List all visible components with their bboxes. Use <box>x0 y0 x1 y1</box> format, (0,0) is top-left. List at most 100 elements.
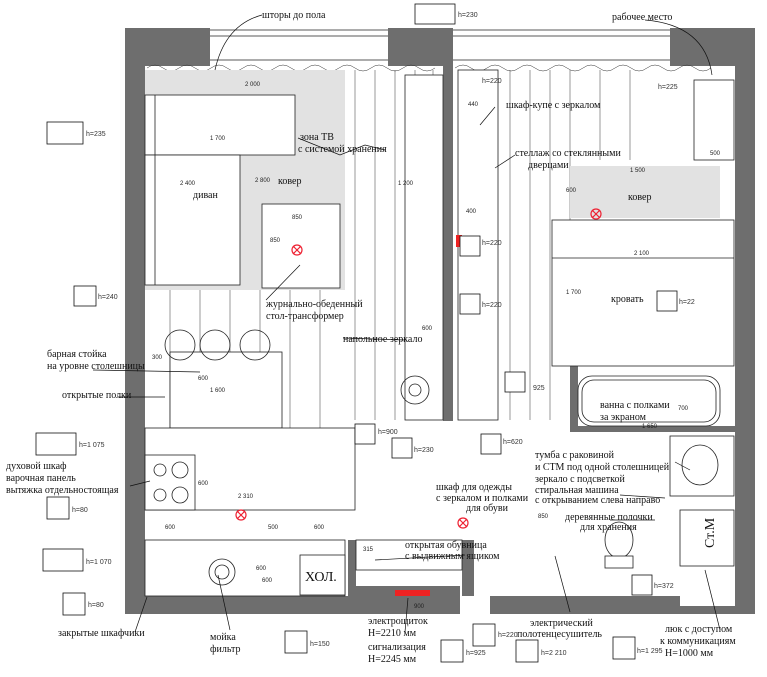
dim-600h: 600 <box>262 578 273 584</box>
outlet-h-80b: h=80 <box>88 602 104 609</box>
dim-600d: 600 <box>198 481 209 487</box>
outlet-h-235: h=235 <box>86 131 106 138</box>
label-wardrobe-mirror: шкаф-купе с зеркалом <box>506 100 601 111</box>
dim-1700b: 1 700 <box>566 290 582 296</box>
label-tv-zone: зона ТВ <box>300 132 334 143</box>
leader-lines <box>92 14 721 633</box>
label-bar: барная стойка <box>47 349 107 360</box>
outlet-h-240: h=240 <box>98 294 118 301</box>
outlet-h-2210: h=2 210 <box>541 650 567 657</box>
outlet-h-620: h=620 <box>503 439 523 446</box>
outlet-h-1295: h=1 295 <box>637 648 663 655</box>
label-carpet-right: ковер <box>628 192 651 203</box>
dim-2310: 2 310 <box>238 494 254 500</box>
shoe-rack <box>355 539 463 571</box>
label-hatch: люк с доступом <box>665 624 733 635</box>
kitchen <box>144 427 356 597</box>
electrical-panel-mark <box>395 590 430 596</box>
label-hatch-3: Н=1000 мм <box>665 648 714 659</box>
outlet-h-1070: h=1 070 <box>86 559 112 566</box>
label-tv-zone-storage: с системой хранения <box>298 144 387 155</box>
dim-600g: 600 <box>422 326 433 332</box>
outlet-h-225: h=225 <box>658 84 678 91</box>
dim-900: 900 <box>414 604 425 610</box>
label-alarm: сигнализация <box>368 642 426 653</box>
label-bed: кровать <box>611 294 644 305</box>
outlet-h-900: h=900 <box>378 429 398 436</box>
washing-machine <box>679 509 735 567</box>
bath-sink <box>669 435 735 497</box>
label-hood: вытяжка отдельностоящая <box>6 485 119 496</box>
bed <box>551 219 735 367</box>
label-sink: мойка <box>210 632 236 643</box>
label-mirror-light: зеркало с подсветкой <box>535 474 625 485</box>
dim-600b: 600 <box>165 525 176 531</box>
label-stm: Ст.М <box>703 517 718 548</box>
label-sink-cabinet: тумба с раковиной <box>535 450 615 461</box>
label-panel: электрощиток <box>368 616 428 627</box>
label-workplace: рабочее место <box>612 12 672 23</box>
dim-2400: 2 400 <box>180 181 196 187</box>
dim-1700: 1 700 <box>210 136 226 142</box>
dim-600a: 600 <box>198 376 209 382</box>
dim-600c: 600 <box>314 525 325 531</box>
dim-300: 300 <box>152 355 163 361</box>
outlet-h-925: h=925 <box>466 650 486 657</box>
red-marker <box>456 235 462 247</box>
dim-500b: 500 <box>710 151 721 157</box>
dim-1500: 1 500 <box>630 168 646 174</box>
label-coffee-table: журнально-обеденный <box>265 299 363 310</box>
dim-600f: 600 <box>566 188 577 194</box>
label-open-shelves: открытые полки <box>62 390 132 401</box>
outlet-icons <box>35 3 678 663</box>
label-floor-mirror: напольное зеркало <box>343 334 422 345</box>
toilet <box>604 521 634 569</box>
label-sink-cabinet-2: и СТМ под одной столешницей <box>535 462 670 473</box>
label-bath-2: за экраном <box>600 412 647 423</box>
plant <box>400 375 430 405</box>
shelving <box>404 74 444 421</box>
dim-850v: 850 <box>270 238 281 244</box>
bathtub <box>577 375 721 427</box>
dim-850b: 850 <box>538 514 549 520</box>
outlet-h-925b: 925 <box>533 385 545 392</box>
label-sofa: диван <box>193 190 218 201</box>
outlet-h-bed: h=22 <box>679 299 695 306</box>
label-wood-shelves-2: для хранения <box>580 522 637 533</box>
outlet-h-220e: h=220 <box>482 302 502 309</box>
label-alarm-height: Н=2245 мм <box>368 654 417 665</box>
outlet-h-150: h=150 <box>310 641 330 648</box>
label-shoe-rack: открытая обувница <box>405 540 487 551</box>
label-glass-shelf-doors: дверцами <box>528 160 569 171</box>
dim-700: 700 <box>678 406 689 412</box>
label-washer-2: с открыванием слева направо <box>535 495 660 506</box>
dim-500: 500 <box>268 525 279 531</box>
exterior-walls <box>125 28 755 614</box>
dim-400: 400 <box>466 209 477 215</box>
label-closet-3: для обуви <box>466 503 509 514</box>
dim-1600: 1 600 <box>210 388 226 394</box>
bar-counter <box>164 329 283 429</box>
ceiling-lights <box>235 208 602 529</box>
label-curtains: шторы до пола <box>262 10 326 21</box>
outlet-h-80a: h=80 <box>72 507 88 514</box>
outlet-h-220b: h=220 <box>498 632 518 639</box>
label-washer: стиральная машина <box>535 485 619 496</box>
label-closed-cabinets: закрытые шкафчики <box>58 628 145 639</box>
label-bar-2: на уровне столешницы <box>47 361 145 372</box>
label-shoe-rack-2: с выдвижным ящиком <box>405 551 500 562</box>
dim-600e: 600 <box>256 566 267 572</box>
label-oven: духовой шкаф <box>6 461 67 472</box>
dim-850: 850 <box>292 215 303 221</box>
outlet-h-220d: h=220 <box>482 240 502 247</box>
sofa <box>144 94 296 286</box>
label-closet: шкаф для одежды <box>436 482 512 493</box>
outlet-h-230-mid: h=230 <box>414 447 434 454</box>
desk <box>693 79 735 161</box>
label-filter: фильтр <box>210 644 241 655</box>
windows <box>146 29 712 72</box>
label-coffee-table-2: стол-трансформер <box>266 311 344 322</box>
outlet-h-top: h=230 <box>458 12 478 19</box>
label-panel-height: Н=2210 мм <box>368 628 417 639</box>
